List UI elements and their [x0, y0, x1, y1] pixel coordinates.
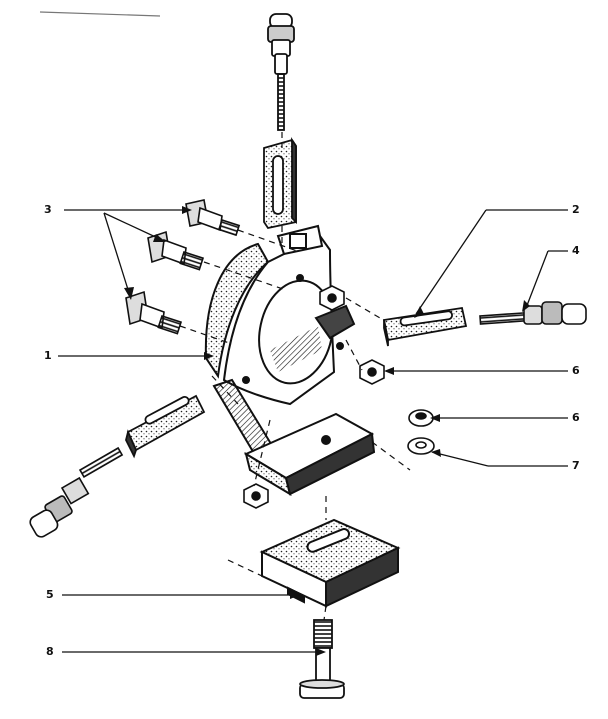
- lower-left-slotted-clamp: [125, 394, 206, 459]
- bottom-bolt: [299, 619, 345, 699]
- scan-smudge: [39, 11, 161, 17]
- t-bolt-upper: [185, 199, 241, 237]
- nut-bottom-left: [243, 483, 269, 509]
- top-slotted-clamp: [263, 137, 297, 230]
- top-knob-screw: [267, 13, 295, 131]
- lower-left-screw-stud: [29, 446, 124, 538]
- t-bolt-middle: [147, 230, 205, 271]
- nut-6-lower: [408, 409, 434, 427]
- t-bolt-lower: [125, 290, 183, 335]
- washer-7: [407, 437, 435, 455]
- leader-arrowheads: [124, 206, 530, 656]
- callout-6-lower: 6: [572, 411, 580, 424]
- callout-2: 2: [572, 203, 580, 216]
- nut-upper-right: [319, 285, 345, 311]
- leader-lines: [58, 209, 568, 653]
- callout-7: 7: [572, 459, 580, 472]
- callout-1: 1: [44, 349, 52, 362]
- right-slotted-clamp: [382, 306, 468, 347]
- callout-5: 5: [46, 588, 54, 601]
- nut-6-upper: [359, 359, 385, 385]
- callout-8: 8: [46, 645, 54, 658]
- callout-6-upper: 6: [572, 364, 580, 377]
- t-slot-block: [259, 518, 401, 608]
- main-angle-body: [204, 224, 376, 497]
- right-screw-stud: [479, 301, 587, 325]
- assembly-centerlines: [179, 132, 411, 621]
- callout-3: 3: [44, 203, 52, 216]
- callout-4: 4: [572, 244, 580, 257]
